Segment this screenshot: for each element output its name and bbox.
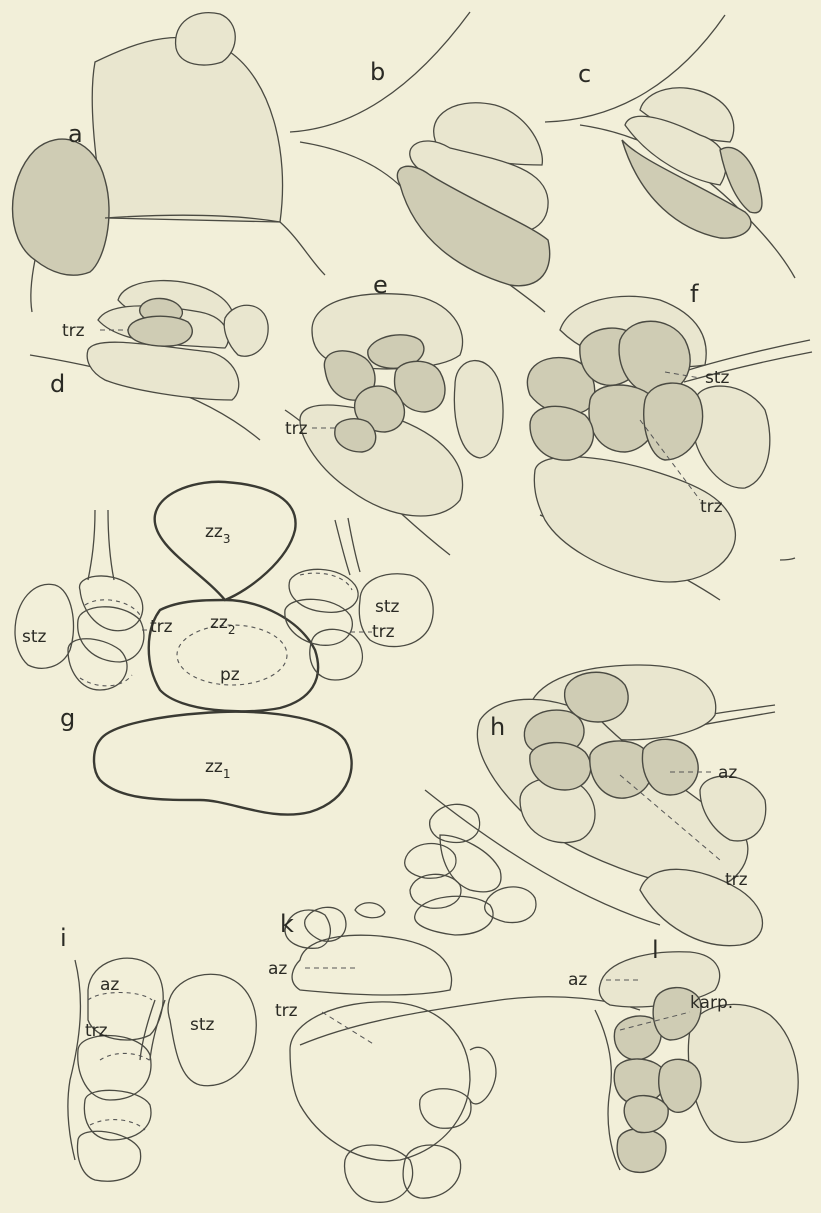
label-trz-k: trz xyxy=(275,1001,298,1021)
figure-c: c xyxy=(545,15,795,278)
cell xyxy=(415,896,493,935)
cell xyxy=(440,835,501,892)
figure-i: az trz stz i xyxy=(60,924,256,1181)
cell xyxy=(534,457,735,582)
label-az-l: az xyxy=(568,970,587,990)
dashed-outline xyxy=(100,1053,152,1062)
cell-large xyxy=(92,37,282,222)
cell xyxy=(530,406,593,460)
label-trz-e: trz xyxy=(285,419,308,439)
panel-label-a: a xyxy=(68,120,83,148)
host-wall xyxy=(68,960,81,1160)
label-stz-f: stz xyxy=(705,368,730,388)
cell xyxy=(617,1129,666,1173)
label-pz: pz xyxy=(220,665,240,685)
figure-h: az trz h xyxy=(425,665,775,946)
label-trz-h: trz xyxy=(725,870,748,890)
cell-wall xyxy=(105,215,325,275)
cell xyxy=(84,1090,151,1140)
cell-group xyxy=(80,576,143,631)
panel-label-k: k xyxy=(280,910,294,938)
panel-label-f: f xyxy=(690,280,699,308)
cell xyxy=(290,1002,470,1161)
cell xyxy=(292,935,451,995)
cell-group xyxy=(68,639,127,690)
cell xyxy=(454,361,503,458)
cell xyxy=(403,1145,461,1198)
cell-group xyxy=(285,599,353,645)
cell xyxy=(128,316,192,346)
label-zz2: zz2 xyxy=(210,613,236,637)
figure-d: trz d xyxy=(30,281,268,440)
panel-label-b: b xyxy=(370,58,385,86)
cell-group xyxy=(78,607,144,662)
cell-small-top xyxy=(176,13,236,65)
stalk xyxy=(348,518,360,572)
host-wall xyxy=(780,558,795,560)
figure-a: a xyxy=(13,13,326,312)
panel-label-i: i xyxy=(60,924,67,952)
cell-left xyxy=(13,139,110,275)
label-zz3: zz3 xyxy=(205,522,231,546)
figure-k: az trz k xyxy=(268,804,640,1202)
cell xyxy=(688,1004,798,1142)
panel-label-e: e xyxy=(373,271,388,299)
stalk xyxy=(108,510,114,580)
label-trz-g-left: trz xyxy=(150,617,173,637)
panel-label-g: g xyxy=(60,704,75,732)
label-stz-g-right: stz xyxy=(375,597,400,617)
panel-label-h: h xyxy=(490,713,505,741)
host-wall xyxy=(300,997,640,1045)
cell xyxy=(695,386,770,488)
cell-group xyxy=(289,569,358,612)
panel-label-d: d xyxy=(50,370,65,398)
cell xyxy=(470,1047,496,1104)
cell-wall xyxy=(31,260,35,312)
label-karp: karp. xyxy=(690,993,733,1013)
cell xyxy=(405,844,456,879)
cell xyxy=(78,1131,141,1181)
dashed-outline xyxy=(88,993,152,1001)
figure-b: b xyxy=(290,12,550,312)
label-trz-i: trz xyxy=(85,1021,108,1041)
cell-zz2 xyxy=(149,600,318,711)
leader-line xyxy=(322,1012,375,1045)
stalk xyxy=(335,520,350,575)
panel-label-l: l xyxy=(652,936,659,964)
panel-label-c: c xyxy=(578,60,591,88)
cell xyxy=(224,305,268,356)
cell xyxy=(410,874,461,908)
label-zz1: zz1 xyxy=(205,757,231,781)
cell xyxy=(355,903,385,918)
figure-l: az karp. l xyxy=(568,936,798,1172)
cell xyxy=(644,383,703,460)
figure-e: trz e xyxy=(285,271,503,555)
label-trz-f: trz xyxy=(700,497,723,517)
figure-f: stz trz f xyxy=(527,280,812,600)
label-trz-d: trz xyxy=(62,321,85,341)
cell xyxy=(87,342,239,400)
label-az-h: az xyxy=(718,763,737,783)
dashed-outline xyxy=(90,1120,145,1130)
label-stz-g-left: stz xyxy=(22,627,47,647)
stalk xyxy=(88,510,95,580)
figure-g: trz trz stz stz zz3 zz2 pz zz1 g xyxy=(15,482,433,815)
label-az-k: az xyxy=(268,959,287,979)
cell xyxy=(565,672,629,722)
label-stz-i: stz xyxy=(190,1015,215,1035)
label-az-i: az xyxy=(100,975,119,995)
cell xyxy=(624,1096,668,1133)
label-trz-g-right: trz xyxy=(372,622,395,642)
